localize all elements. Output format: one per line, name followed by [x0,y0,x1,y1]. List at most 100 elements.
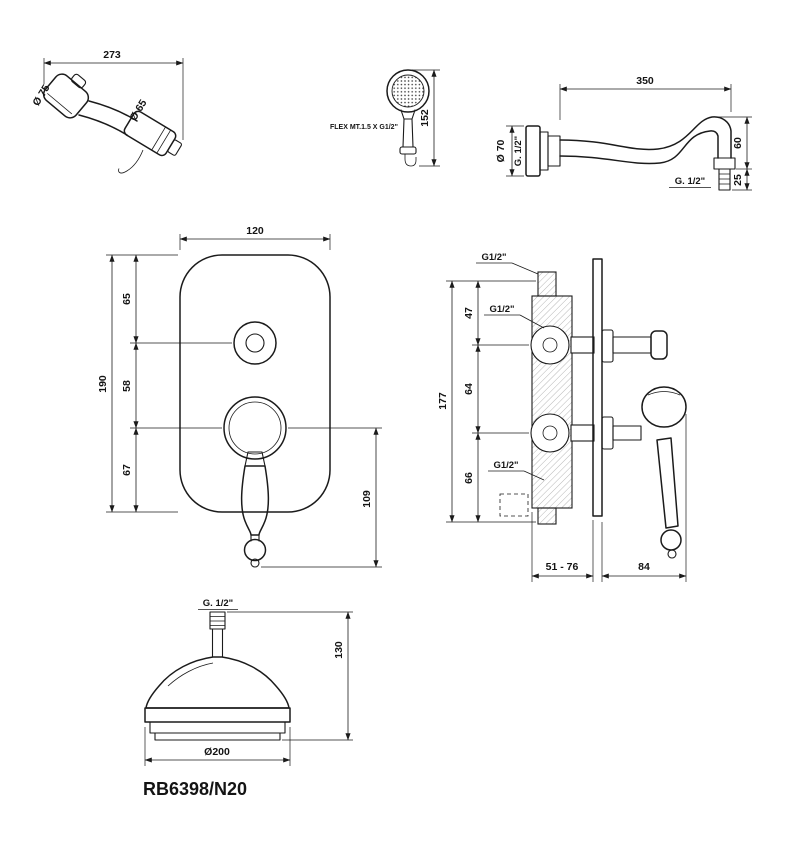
dim-200: Ø200 [144,727,291,766]
dim-length-label: 350 [636,75,654,87]
thread-label-bottom: G1/2" [488,460,545,481]
diverter-trim [233,321,277,365]
valve-collar [228,401,282,455]
dim-130: 130 [227,611,353,741]
handle-stem [612,336,652,354]
handshower-head [42,73,90,119]
mixer-side-view: G1/2" G1/2" G1/2" 47 64 66 177 [437,252,687,582]
spray-face [391,74,425,108]
handshower-front-view: FLEX MT.1.5 X G1/2" 152 [330,69,440,167]
dim-length-label: 273 [103,49,121,61]
lower-cartridge-center [542,425,558,441]
dim-60: 60 [716,116,752,170]
thread-stub [209,611,226,630]
dim-top-label: 47 [463,307,475,319]
handshower-handle [78,100,138,136]
dim-top-offset-label: 65 [121,293,133,305]
dim-recess-depth-label: 51 - 76 [546,561,579,573]
dim-height-label: 152 [419,109,431,127]
handshower-cradle [612,425,642,441]
dim-chain-right: 47 64 66 177 [437,280,536,523]
thread-label: G. 1/2" [203,598,233,609]
max-depth-outline [499,493,529,517]
dim-flange: Ø 70 G. 1/2" [495,125,524,177]
handle-end [399,146,417,155]
wall-flange [525,125,561,177]
diverter-knob [245,333,265,353]
flex-hose-label: FLEX MT.1.5 X G1/2" [330,124,398,131]
thread-label-top: G1/2" [476,252,539,275]
handshower-side-view: 273 Ø 75 Ø 65 [30,49,184,174]
bell-dome [145,656,290,709]
dim-base-diameter-label: Ø 65 [127,97,149,123]
handle-knob [650,330,668,360]
lower-cartridge-stem [570,424,595,442]
thread-outlet-label: G. 1/2" [675,176,705,187]
stem-pipe [211,628,224,658]
dim-width-label: 120 [246,225,264,237]
outlet-fitting [713,157,736,191]
dim-plate-height-label: 190 [97,375,109,393]
bracket-hook [118,149,144,174]
dim-bottom-label: 66 [463,472,475,484]
neck [400,109,416,120]
dim-projection: 84 [601,414,687,582]
hang-hook [404,154,417,167]
handshower-base [123,110,182,157]
dim-273: 273 [43,49,184,140]
dim-109: 109 [261,427,382,568]
dim-350: 350 [559,75,732,120]
rim-band-2 [149,721,286,734]
dome-highlight [167,662,214,687]
bottom-outlet-port [537,507,557,525]
dim-drop-label: 60 [732,137,744,149]
lower-escutcheon [601,416,614,450]
rim-band-1 [144,707,291,723]
spray-head-outline [386,69,430,113]
handle-tip [667,549,677,559]
rain-head-view: G. 1/2" 130 Ø200 RB6398/N20 [143,598,353,799]
thread-top-label: G1/2" [481,252,506,263]
mixer-front-view: 120 65 58 67 190 [97,225,382,568]
top-inlet-port [537,271,557,297]
lower-cartridge [530,413,570,453]
shower-arm-view: 350 Ø 70 G. 1/2" 60 G. 1/2" [495,75,752,191]
wall-plate-side [592,258,603,517]
thread-middle-label: G1/2" [489,304,514,315]
handle-ball [660,529,682,551]
dim-chain-left: 65 58 67 190 [97,254,232,513]
dim-mid-offset-label: 58 [121,380,133,392]
dim-lever-length-label: 109 [361,490,373,508]
docked-handshower-handle [656,437,679,529]
thread-wall-label: G. 1/2" [513,136,524,166]
thread-label-middle: G1/2" [484,304,545,329]
dim-height-label: 130 [333,641,345,659]
head-detail [647,391,681,396]
product-code: RB6398/N20 [143,779,247,799]
dim-120: 120 [179,225,331,250]
dim-outlet-label: 25 [732,174,744,186]
docked-handshower-head [641,386,687,428]
dim-depth: 51 - 76 [531,512,594,582]
rim-band-3 [154,732,281,741]
dim-flange-diameter-label: Ø 70 [495,139,507,162]
upper-cartridge [530,325,570,365]
dim-bottom-offset-label: 67 [121,464,133,476]
thread-label-group: G. 1/2" [198,598,238,610]
upper-escutcheon [601,329,614,363]
thread-bottom-label: G1/2" [493,460,518,471]
arm-tube [559,116,732,165]
upper-cartridge-center [542,337,558,353]
handle-sides [402,118,414,148]
outlet-thread-label-group: G. 1/2" [669,176,711,188]
dim-diameter-label: Ø200 [204,746,230,758]
dim-25: 25 [732,168,752,191]
valve-trim [223,396,287,460]
upper-cartridge-stem [570,336,595,354]
dim-projection-label: 84 [638,561,650,573]
dim-152: 152 [412,69,440,167]
wall-plate [179,254,331,513]
dim-middle-label: 64 [463,383,475,395]
